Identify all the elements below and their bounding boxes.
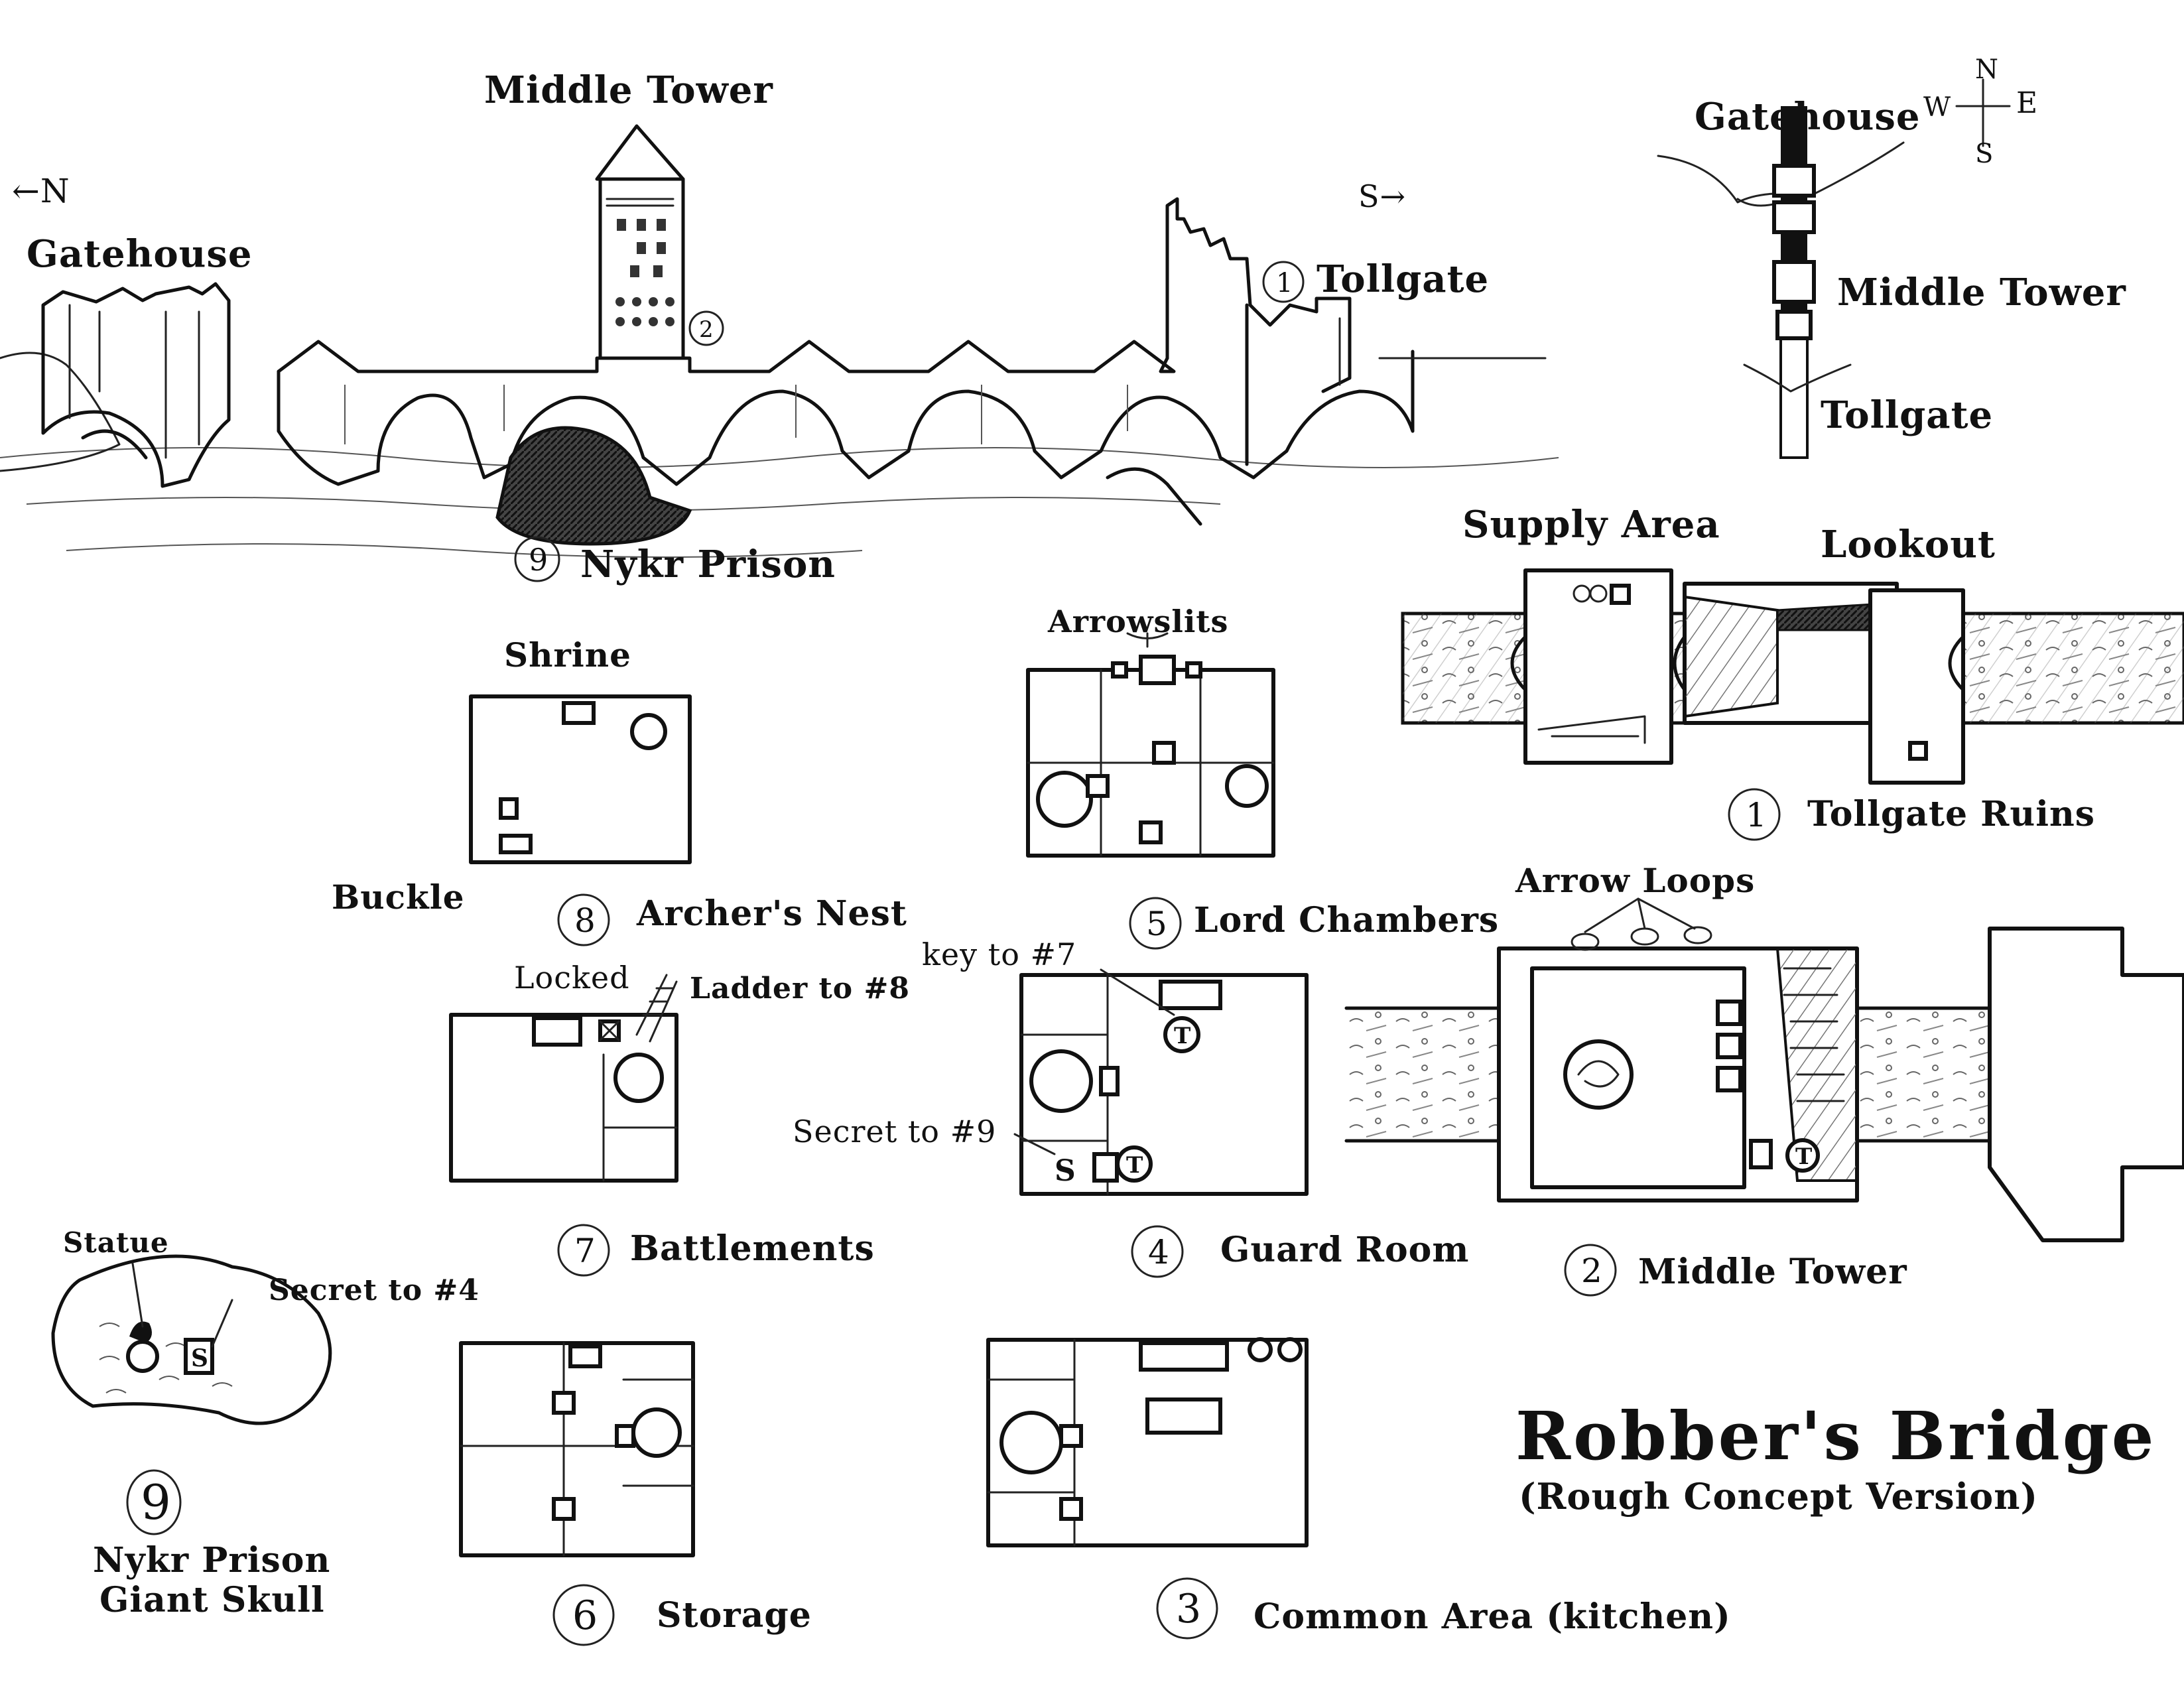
room-middle-tower: T Arrow Loops 2 Middle Tower	[1344, 861, 2184, 1297]
prison-secret-note: Secret to #4	[269, 1273, 480, 1307]
room-archers-nest: Shrine Buckle 8 Archer's Nest	[332, 635, 907, 946]
middle-tower-arrow-loops-label: Arrow Loops	[1515, 861, 1755, 900]
nykr-prison-arch	[495, 426, 692, 546]
room-guard-room: T T S key to #7 Secret to #9 4 Guard Roo…	[793, 937, 1469, 1278]
archers-nest-shrine-label: Shrine	[504, 635, 631, 675]
guard-room-secret-note: Secret to #9	[793, 1114, 996, 1149]
map-title: Robber's Bridge	[1515, 1397, 2156, 1475]
elevation-tollgate-label: Tollgate	[1317, 257, 1489, 301]
archers-nest-label: Archer's Nest	[636, 893, 907, 934]
elevation-compass-north: ←N	[12, 172, 70, 210]
compass-e: E	[2016, 86, 2038, 120]
archers-nest-buckle-label: Buckle	[332, 877, 465, 917]
lord-chambers-label: Lord Chambers	[1194, 900, 1499, 941]
storage-label: Storage	[657, 1595, 812, 1636]
riverbank-north	[0, 352, 121, 472]
elevation-prison-label: Nykr Prison	[580, 543, 836, 586]
room-tollgate-ruins: Supply Area Lookout 1 Tollgate Ruins	[1401, 503, 2184, 841]
elevation-middle-tower-number: 2	[699, 316, 714, 343]
map-title-block: Robber's Bridge (Rough Concept Version)	[1515, 1397, 2156, 1518]
battlements-number: 7	[574, 1232, 596, 1270]
tollgate-ruins-label: Tollgate Ruins	[1807, 794, 2095, 834]
elevation-gatehouse-label: Gatehouse	[27, 232, 253, 276]
overview-tollgate-label: Tollgate	[1821, 393, 1993, 437]
compass-s: S	[1975, 139, 1994, 169]
room-common-area: 3 Common Area (kitchen)	[986, 1337, 1731, 1640]
tollgate-ruins-number: 1	[1746, 796, 1767, 834]
overview-middle-tower-label: Middle Tower	[1837, 271, 2126, 314]
river	[0, 447, 1559, 558]
bridge-elevation: ←N S→ Gatehouse Middle Tower	[0, 68, 1559, 586]
guard-room-key-note: key to #7	[922, 937, 1076, 972]
archers-nest-number: 8	[574, 901, 596, 940]
guard-room-trap-marker-1: T	[1174, 1023, 1191, 1049]
bridge-deck	[277, 340, 1415, 486]
room-battlements: Locked Ladder to #8 7 Battlements	[449, 960, 910, 1277]
middle-tower-label: Middle Tower	[1638, 1252, 1907, 1292]
guard-room-secret-marker: S	[1055, 1154, 1076, 1188]
guard-room-number: 4	[1148, 1233, 1169, 1271]
elevation-middle-tower-label: Middle Tower	[484, 68, 773, 112]
elevation-compass-south: S→	[1358, 178, 1406, 214]
overview-gatehouse-label: Gatehouse	[1695, 95, 1921, 139]
common-area-number: 3	[1176, 1586, 1201, 1632]
common-area-label: Common Area (kitchen)	[1253, 1596, 1731, 1637]
tollgate-supply-area-label: Supply Area	[1462, 503, 1720, 547]
elevation-tollgate-number: 1	[1276, 268, 1293, 298]
map-subtitle: (Rough Concept Version)	[1519, 1475, 2038, 1518]
nykr-prison-number: 9	[141, 1474, 171, 1530]
compass-rose: N W E S	[1923, 54, 2038, 169]
room-nykr-prison: S Statue Secret to #4 9 Nykr Prison Gian…	[51, 1226, 480, 1620]
compass-w: W	[1923, 92, 1951, 123]
middle-tower-elevation: 2	[595, 124, 724, 360]
room-lord-chambers: Arrowslits 5 Lord Chambers	[1026, 604, 1499, 950]
prison-secret-marker: S	[191, 1344, 209, 1372]
middle-tower-trap-marker: T	[1795, 1143, 1813, 1170]
nykr-prison-label: Nykr Prison	[93, 1540, 330, 1581]
lord-chambers-arrowslits-label: Arrowslits	[1047, 604, 1228, 639]
battlements-label: Battlements	[630, 1228, 875, 1269]
guard-room-trap-marker-2: T	[1126, 1152, 1143, 1179]
storage-number: 6	[572, 1592, 598, 1639]
prison-statue-label: Statue	[63, 1226, 169, 1259]
tollgate-lookout-label: Lookout	[1821, 523, 1996, 566]
battlements-ladder-label: Ladder to #8	[690, 972, 910, 1006]
room-storage: 6 Storage	[459, 1341, 812, 1646]
nykr-prison-subname: Giant Skull	[99, 1580, 325, 1620]
tollgate-elevation: 1 Tollgate	[1106, 197, 1547, 526]
overview-plan: Gatehouse N W E S Middle Tower Tollgate	[1657, 54, 2126, 459]
middle-tower-number: 2	[1581, 1252, 1602, 1290]
guard-room-label: Guard Room	[1220, 1230, 1469, 1270]
compass-n: N	[1975, 54, 1999, 85]
elevation-prison-number: 9	[529, 542, 548, 578]
gatehouse-ruin	[41, 282, 231, 488]
battlements-locked-label: Locked	[514, 960, 630, 996]
lord-chambers-number: 5	[1146, 905, 1167, 943]
